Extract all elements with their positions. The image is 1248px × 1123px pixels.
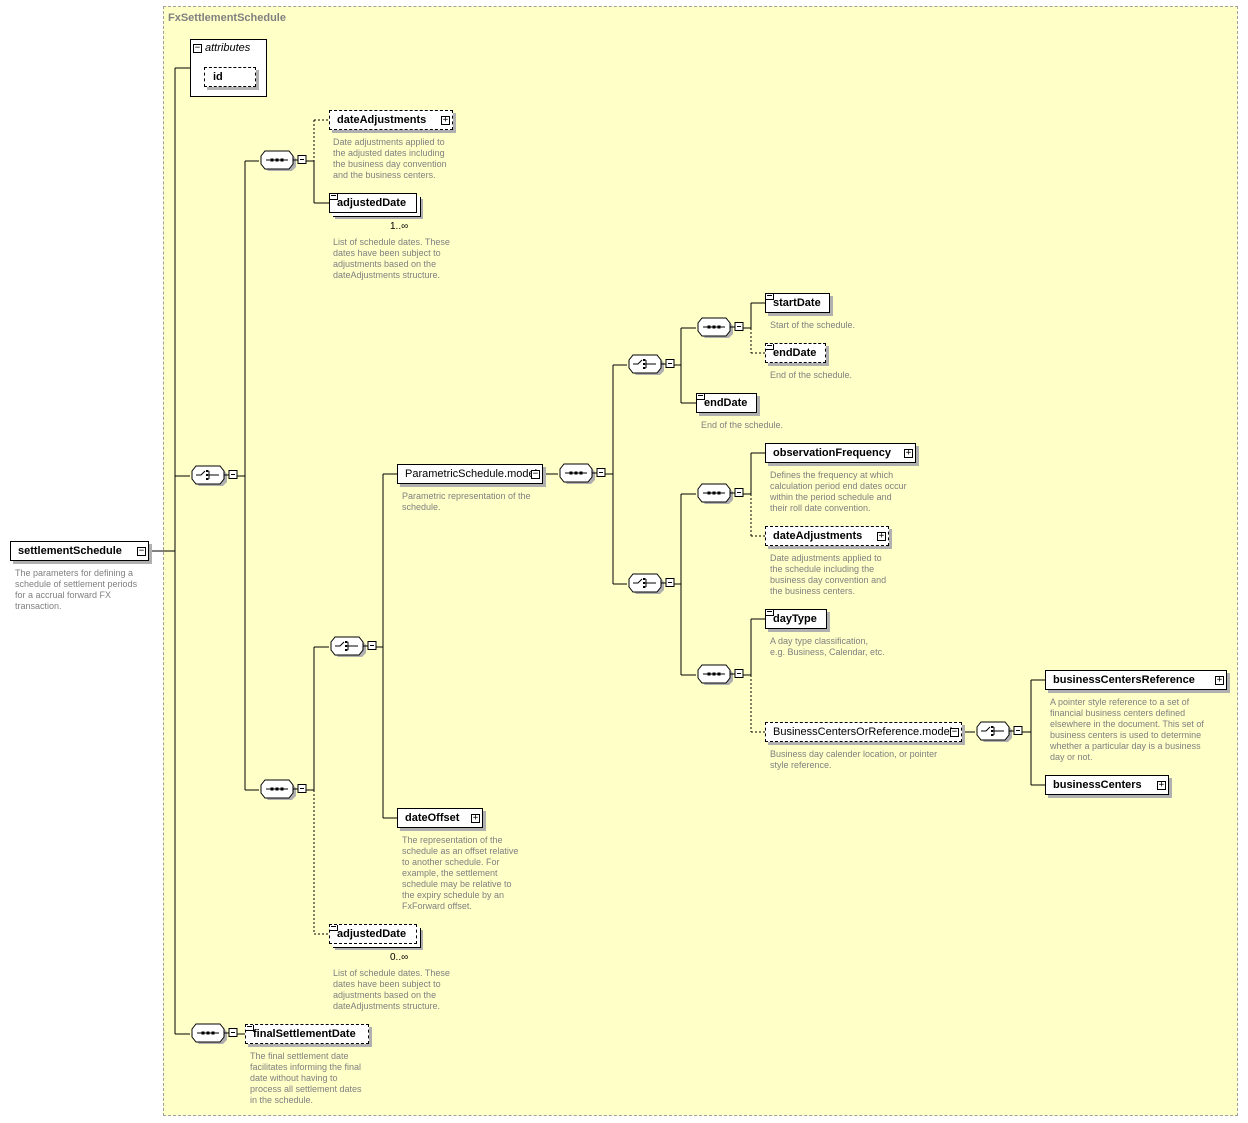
endDate-description: End of the schedule. [701, 420, 784, 430]
element-dateAdjustments-2[interactable]: dateAdjustments + [765, 526, 889, 546]
attributes-label: attributes [205, 42, 251, 54]
expand-icon[interactable]: + [441, 115, 450, 125]
group-ParametricSchedule-model[interactable]: ParametricSchedule.model − [397, 464, 543, 484]
node-label: adjustedDate [337, 928, 407, 940]
element-endDate-optional[interactable]: endDate [765, 343, 826, 363]
cardinality: 1..∞ [390, 221, 409, 232]
choice-compositor-icon[interactable] [329, 636, 377, 658]
node-label: observationFrequency [773, 447, 891, 459]
sequence-compositor-icon[interactable] [696, 483, 744, 505]
node-label: dateAdjustments [337, 114, 427, 126]
root-label: settlementSchedule [18, 545, 122, 557]
node-label: endDate [704, 397, 748, 409]
attribute-id[interactable]: id [204, 67, 256, 87]
sequence-compositor-icon[interactable] [190, 1023, 238, 1045]
choice-compositor-icon[interactable] [975, 721, 1023, 743]
group-BusinessCentersOrReference-model[interactable]: BusinessCentersOrReference.model − [765, 722, 962, 742]
group-title: FxSettlementSchedule [168, 12, 286, 24]
node-label: businessCenters [1053, 779, 1142, 791]
element-endDate[interactable]: endDate [696, 393, 757, 413]
expand-icon[interactable]: + [904, 448, 913, 458]
cardinality: 0..∞ [390, 952, 409, 963]
node-label: startDate [773, 297, 821, 309]
node-label: businessCentersReference [1053, 674, 1195, 686]
node-label: dateOffset [405, 812, 460, 824]
choice-compositor-icon[interactable] [627, 573, 675, 595]
element-adjustedDate[interactable]: adjustedDate [329, 193, 417, 213]
bcModel-description: Business day calender location, or point… [770, 749, 938, 770]
attributes-header: −attributes [193, 42, 250, 54]
expand-icon[interactable]: + [877, 531, 886, 541]
node-label: dayType [773, 613, 817, 625]
element-startDate[interactable]: startDate [765, 293, 830, 313]
endDate-optional-description: End of the schedule. [770, 370, 853, 380]
collapse-icon[interactable]: − [193, 42, 202, 53]
root-element-settlementSchedule[interactable]: settlementSchedule − [10, 541, 149, 561]
collapse-icon[interactable]: − [531, 469, 540, 479]
attributes-box: −attributes id [190, 39, 267, 97]
element-businessCentersReference[interactable]: businessCentersReference + [1045, 670, 1227, 690]
expand-icon[interactable]: + [1215, 675, 1224, 685]
element-dateAdjustments[interactable]: dateAdjustments + [329, 110, 453, 130]
expand-icon[interactable]: + [471, 813, 480, 823]
element-finalSettlementDate[interactable]: finalSettlementDate [245, 1024, 369, 1044]
sequence-compositor-icon[interactable] [696, 317, 744, 339]
node-label: finalSettlementDate [253, 1028, 356, 1040]
element-observationFrequency[interactable]: observationFrequency + [765, 443, 916, 463]
element-adjustedDate-2[interactable]: adjustedDate [329, 924, 417, 944]
sequence-compositor-icon[interactable] [259, 779, 307, 801]
choice-compositor-icon[interactable] [627, 354, 675, 376]
element-businessCenters[interactable]: businessCenters + [1045, 775, 1169, 795]
doc-icon [766, 610, 774, 616]
doc-icon [246, 1025, 254, 1031]
element-dateOffset[interactable]: dateOffset + [397, 808, 483, 828]
dayType-description: A day type classification,e.g. Business,… [770, 636, 885, 657]
sequence-compositor-icon[interactable] [558, 463, 606, 485]
node-label: ParametricSchedule.model [405, 468, 538, 480]
doc-icon [330, 925, 338, 931]
sequence-compositor-icon[interactable] [696, 664, 744, 686]
doc-icon [330, 194, 338, 200]
doc-icon [766, 294, 774, 300]
choice-compositor-icon[interactable] [190, 465, 238, 487]
node-label: dateAdjustments [773, 530, 863, 542]
node-label: endDate [773, 347, 817, 359]
startDate-description: Start of the schedule. [770, 320, 856, 330]
collapse-icon[interactable]: − [950, 727, 959, 737]
doc-icon [766, 344, 774, 350]
collapse-icon[interactable]: − [137, 546, 146, 556]
node-label: BusinessCentersOrReference.model [773, 726, 953, 738]
expand-icon[interactable]: + [1157, 780, 1166, 790]
node-label: adjustedDate [337, 197, 407, 209]
element-dayType[interactable]: dayType [765, 609, 827, 629]
sequence-compositor-icon[interactable] [259, 150, 307, 172]
doc-icon [697, 394, 705, 400]
